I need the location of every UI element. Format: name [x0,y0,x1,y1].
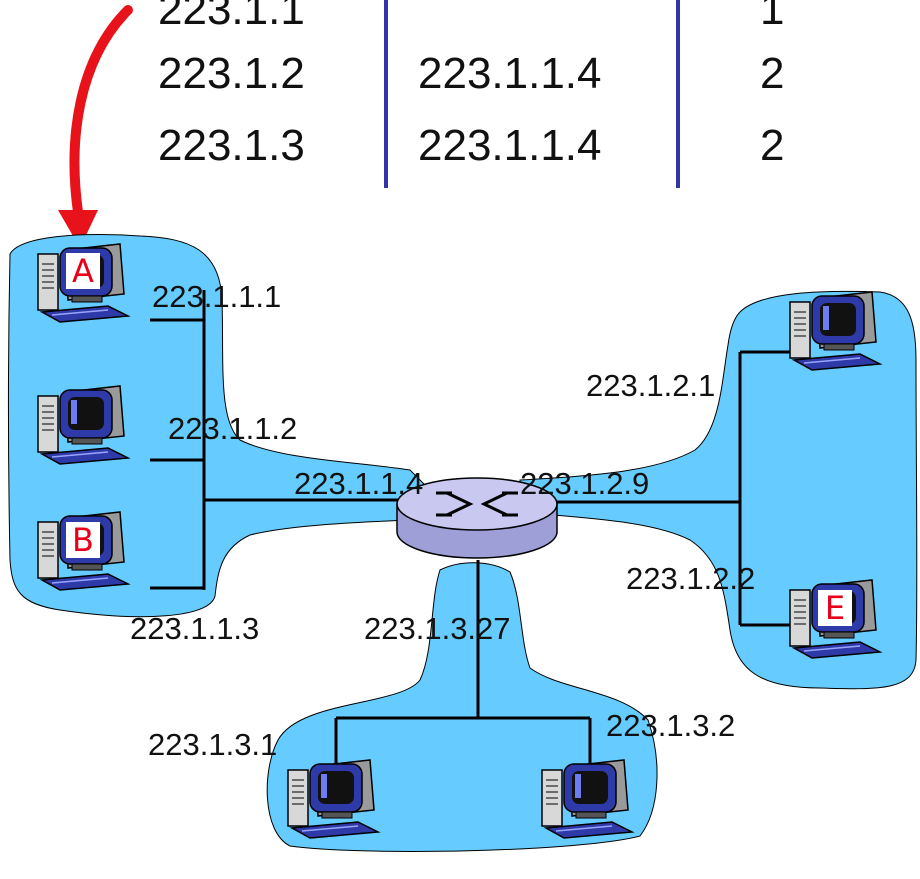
links [150,290,790,770]
ip-223-1-1-3: 223.1.1.3 [130,611,260,646]
ip-223-1-1-4: 223.1.1.4 [294,466,424,501]
ip-223-1-2-2: 223.1.2.2 [626,561,756,596]
pointer-arrow [69,5,133,217]
host-223-1-1-2[interactable] [37,385,129,465]
ip-223-1-3-27: 223.1.3.27 [364,611,511,646]
host-223-1-3-2[interactable] [541,759,633,839]
table-next-router-2: 223.1.1.4 [418,49,602,98]
host-a-label: A [66,253,100,289]
ip-223-1-2-9: 223.1.2.9 [520,466,650,501]
pointer-arrow-head [58,210,98,248]
ip-223-1-3-1: 223.1.3.1 [148,727,278,762]
table-nhops-1: 1 [760,0,785,34]
table-dest-net-1: 223.1.1 [158,0,305,34]
router[interactable] [396,477,558,559]
ip-223-1-1-2: 223.1.1.2 [168,411,298,446]
table-nhops-2: 2 [760,49,785,98]
table-dest-net-2: 223.1.2 [158,49,305,98]
table-next-router-3: 223.1.1.4 [418,121,602,170]
host-e-label: E [818,590,852,626]
ip-223-1-1-1: 223.1.1.1 [152,279,282,314]
ip-223-1-2-1: 223.1.2.1 [586,368,716,403]
host-223-1-3-1[interactable] [287,759,379,839]
host-223-1-2-1[interactable] [789,291,881,371]
table-dest-net-3: 223.1.3 [158,121,305,170]
ip-223-1-3-2: 223.1.3.2 [606,708,736,743]
table-nhops-3: 2 [760,121,785,170]
host-b-label: B [66,522,100,558]
